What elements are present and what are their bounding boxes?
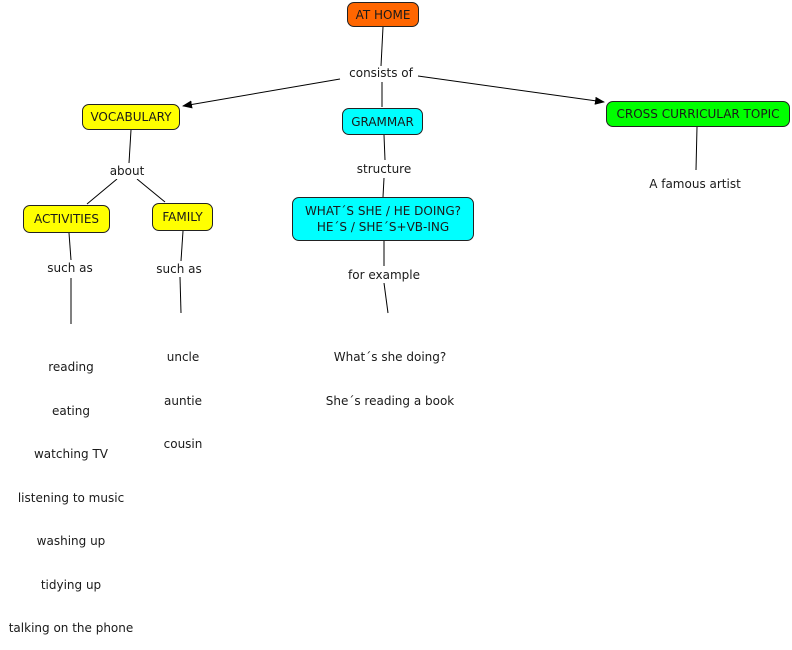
activity-example: tidying up [40, 577, 102, 592]
line-cross-to-artist [695, 126, 698, 171]
connection-lines [68, 26, 698, 324]
line-forexample-to-sample [383, 282, 389, 314]
family-examples: uncle auntie cousin [164, 321, 203, 466]
family-example: cousin [163, 437, 203, 451]
cross-curricular-example: A famous artist [649, 177, 741, 191]
line-activities-to-suchas [68, 232, 72, 261]
arrow-consists-to-cross [417, 75, 605, 105]
concept-grammar[interactable]: GRAMMAR [342, 108, 423, 135]
activity-example: eating [51, 403, 90, 418]
line-about-to-family [136, 178, 166, 203]
link-family-such-as: such as [156, 262, 202, 277]
concept-at-home[interactable]: AT HOME [347, 2, 419, 27]
line-vocab-to-about [128, 129, 132, 164]
activity-example: listening to music [17, 490, 125, 505]
grammar-example: What´s she doing? She´s reading a book [326, 321, 454, 423]
line-suchas-to-family-examples [179, 276, 182, 314]
activity-example: washing up [36, 534, 106, 548]
example-line: What´s she doing? [333, 350, 447, 364]
activity-examples: reading eating watching TV listening to … [9, 331, 134, 650]
line-grammar-to-structure [383, 134, 386, 161]
activity-example: talking on the phone [8, 621, 134, 635]
line-about-to-activities [86, 178, 118, 205]
concept-family[interactable]: FAMILY [152, 203, 213, 231]
link-about: about [109, 164, 145, 179]
activity-example: watching TV [33, 447, 108, 461]
family-example: auntie [164, 393, 202, 408]
family-example: uncle [166, 350, 200, 364]
arrow-consists-to-vocabulary [182, 78, 341, 109]
link-structure: structure [356, 162, 412, 177]
link-for-example: for example [348, 268, 420, 283]
concept-grammar-structure[interactable]: WHAT´S SHE / HE DOING? HE´S / SHE´S+VB-I… [292, 197, 474, 241]
activity-example: reading [48, 360, 94, 374]
link-activities-such-as: such as [47, 261, 93, 276]
line-root-to-consists [380, 26, 384, 67]
structure-line: HE´S / SHE´S+VB-ING [316, 220, 450, 234]
concept-cross-curricular-topic[interactable]: CROSS CURRICULAR TOPIC [606, 101, 790, 127]
link-consists-of: consists of [349, 66, 413, 81]
concept-activities[interactable]: ACTIVITIES [23, 205, 110, 233]
concept-vocabulary[interactable]: VOCABULARY [82, 104, 180, 130]
line-structure-to-pattern [382, 177, 385, 198]
line-family-to-suchas [180, 230, 184, 262]
structure-line: WHAT´S SHE / HE DOING? [304, 204, 462, 218]
example-line: She´s reading a book [325, 393, 455, 408]
